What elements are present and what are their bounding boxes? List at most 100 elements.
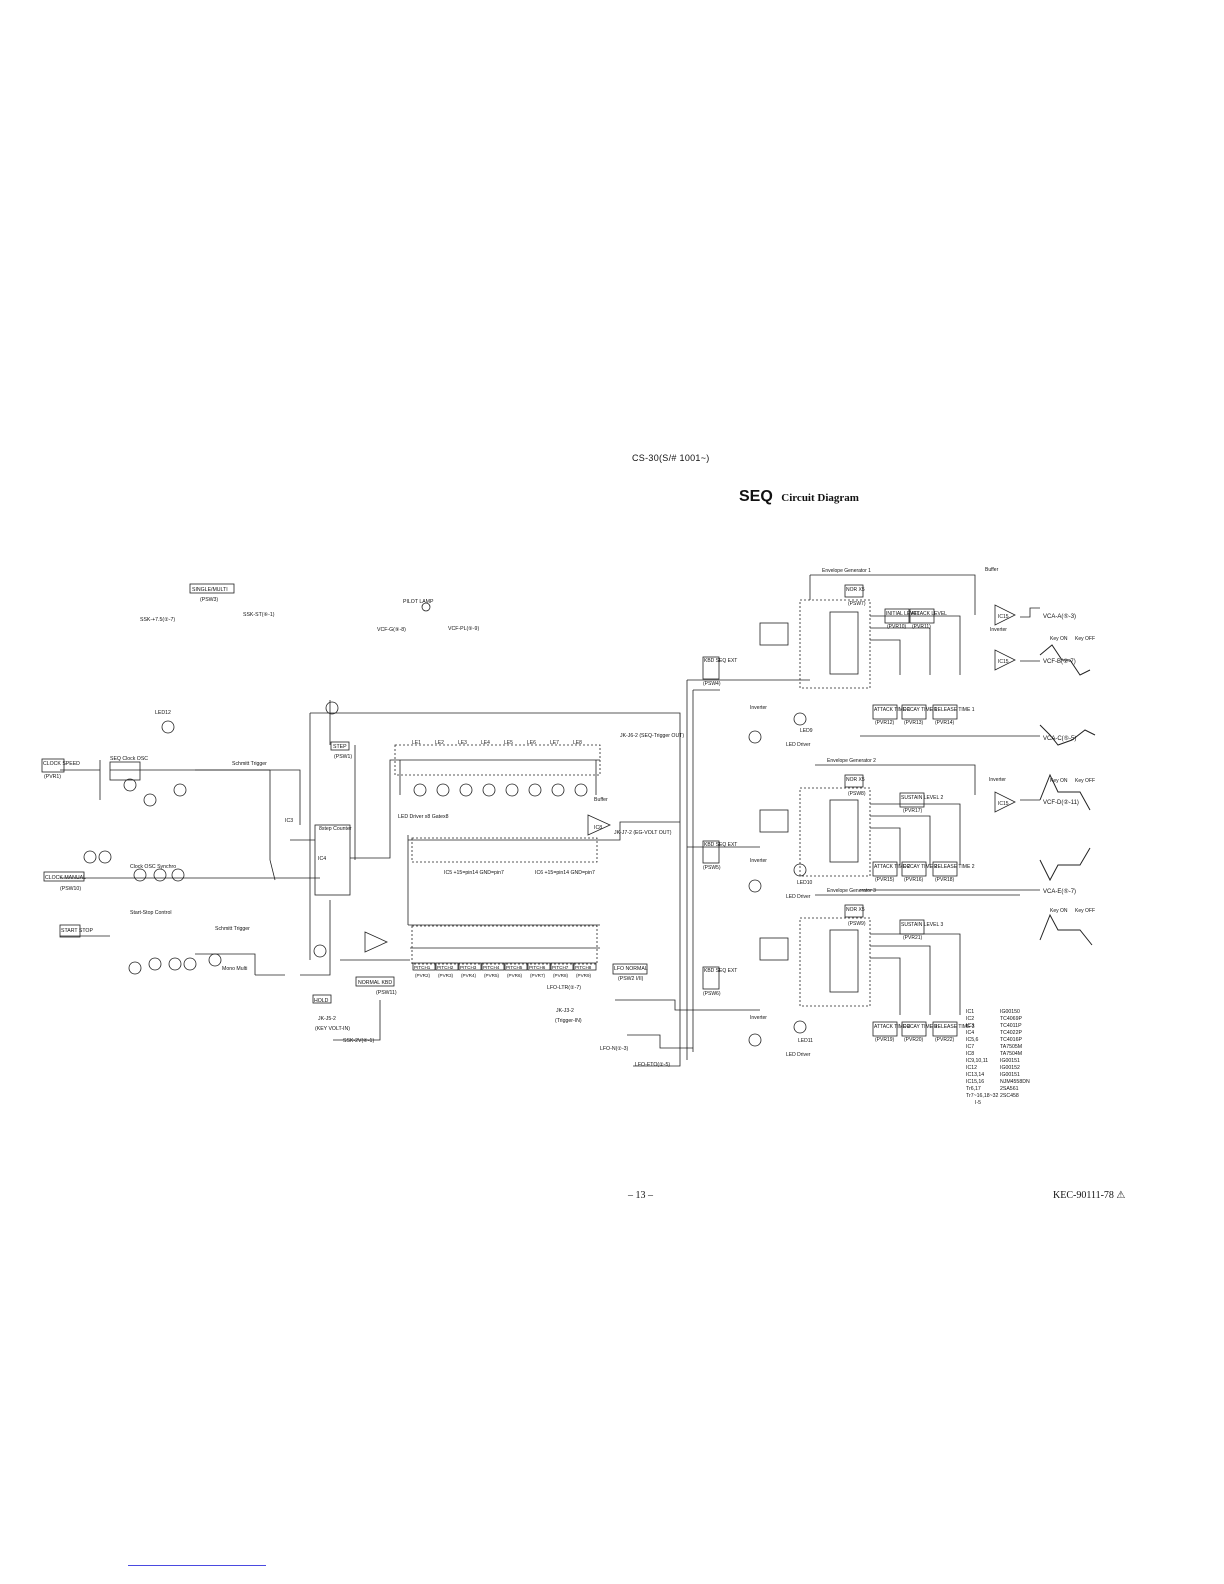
jk-j7-label: JK-J7-2 (EG-VOLT OUT): [614, 830, 672, 836]
vcf-g-label: VCF-G(⑨-8): [377, 627, 406, 633]
pitch-pvr: (PVR9): [576, 973, 592, 978]
buffer-label: Buffer: [594, 797, 608, 803]
decay-time2: DECAY TIME 2: [903, 864, 937, 870]
led-label: LE4: [481, 740, 490, 746]
release-time3: RELEASE TIME 3: [934, 1024, 975, 1030]
ic-table-ic: IC5,6: [966, 1037, 979, 1043]
pitch-label: PITCH8: [575, 965, 592, 970]
ic-table-part: IG00152: [1000, 1065, 1020, 1071]
vca-a-label: VCA-A(⑤-3): [1043, 613, 1076, 620]
ic-table-part: TC4069P: [1000, 1016, 1022, 1022]
ic-table-part: TA7504M: [1000, 1051, 1022, 1057]
buffer-eg-label: Buffer: [985, 567, 999, 573]
release-time1: RELEASE TIME 1: [934, 707, 975, 713]
ic-table-ic: Tr6,17: [966, 1086, 981, 1092]
ic-table-part: IG00151: [1000, 1058, 1020, 1064]
led-label: LE8: [573, 740, 582, 746]
ic-table-part: TA7505M: [1000, 1044, 1022, 1050]
led-label: LE3: [458, 740, 467, 746]
title-sub: Circuit Diagram: [781, 492, 859, 504]
ic-table-ic: Tr7~16,18~32: [966, 1093, 999, 1099]
led11-label: LED11: [798, 1038, 813, 1044]
step-label: STEP: [333, 744, 347, 750]
pvr16-label: (PVR16): [904, 877, 924, 883]
title-main: SEQ: [739, 488, 773, 505]
psw5-label: (PSW5): [703, 865, 721, 871]
ic15-label-2: IC15: [998, 659, 1009, 665]
led-driver-2: LED Driver: [786, 894, 811, 900]
ic-table-ic: IC12: [966, 1065, 977, 1071]
single-multi-label: SINGLE/MULTI: [192, 587, 228, 593]
decay-time3: DECAY TIME 3: [903, 1024, 937, 1030]
model-header: CS-30(S/# 1001~): [632, 453, 710, 463]
normal-kbd-label: NORMAL KBD: [358, 980, 392, 986]
attack-level-label: ATTACK LEVEL: [911, 611, 947, 617]
jk-j3-label: JK-J3-2: [556, 1008, 574, 1014]
clock-manual-label: CLOCK MANUAL: [45, 875, 86, 881]
pvr11-label: (PVR11): [912, 624, 931, 630]
psw8-label: (PSW8): [848, 791, 866, 797]
sustain-level2: SUSTAIN LEVEL 2: [901, 795, 943, 801]
nor-x5-2: NOR X5: [846, 777, 865, 783]
vca-c-label: VCA-C(⑤-5): [1043, 735, 1076, 742]
inverter-label-5: Inverter: [750, 1015, 767, 1021]
schmitt-trigger-2: Schmitt Trigger: [215, 926, 250, 932]
led9-label: LED9: [800, 728, 813, 734]
psw1-label: (PSW1): [334, 754, 352, 760]
led-label: LE5: [504, 740, 513, 746]
inverter-label-4: Inverter: [750, 858, 767, 864]
ic-table-ic: IC2: [966, 1016, 974, 1022]
ssk-st-label: SSK-ST(⑥-1): [243, 612, 275, 618]
pitch-pvr: (PVR4): [461, 973, 477, 978]
ic15-label-1: IC15: [998, 614, 1009, 620]
ic-table-part: 2SA561: [1000, 1086, 1019, 1092]
pitch-label: PITCH6: [529, 965, 546, 970]
mono-multi-label: Mono Multi: [222, 966, 247, 972]
ic8-label: IC8: [594, 825, 602, 831]
ic-table-part: NJM4558DN: [1000, 1079, 1030, 1085]
ic-table-ic: IC7: [966, 1044, 974, 1050]
diagram-title: SEQ Circuit Diagram: [739, 488, 859, 506]
lfo-ltr-label: LFO-LTR(②-7): [547, 985, 581, 991]
pitch-pvr: (PVR2): [415, 973, 431, 978]
pitch-pvr: (PVR6): [507, 973, 523, 978]
led-driver-label: LED Driver x8 Gatex8: [398, 814, 449, 820]
pvr18-label: (PVR18): [935, 877, 955, 883]
nor-x5-3: NOR X5: [846, 907, 865, 913]
hold-label: HOLD: [314, 998, 329, 1004]
ic-table-part: IG00151: [1000, 1072, 1020, 1078]
key-off-2: Key OFF: [1075, 778, 1095, 784]
initial-level-label: INITIAL LEVEL: [886, 611, 920, 617]
psw4-label: (PSW4): [703, 681, 721, 687]
ic15-label-3: IC15: [998, 801, 1009, 807]
psw3-label: (PSW3): [200, 597, 218, 603]
pitch-label: PITCH3: [460, 965, 477, 970]
pvr12-label: (PVR12): [875, 720, 895, 726]
led-label: LE7: [550, 740, 559, 746]
vca-e-label: VCA-E(⑤-7): [1043, 888, 1076, 895]
led-label: LE6: [527, 740, 536, 746]
led10-label: LED10: [797, 880, 813, 886]
led-driver-1: LED Driver: [786, 742, 811, 748]
ic-table-ic: IC8: [966, 1051, 974, 1057]
psw6-label: (PSW6): [703, 991, 721, 997]
pitch-label: PITCH4: [483, 965, 500, 970]
clock-speed-label: CLOCK SPEED: [43, 761, 80, 767]
document-code: KEC-90111-78 ⚠: [1053, 1190, 1126, 1201]
ic-table-ic: IC13,14: [966, 1072, 984, 1078]
vcf-pl-label: VCF-PL(⑨-9): [448, 626, 479, 632]
attack-time2: ATTACK TIME 2: [874, 864, 911, 870]
key-volt-in-label: (KEY VOLT-IN): [315, 1026, 350, 1032]
jk-j6-label: JK-J6-2 (SEQ-Trigger OUT): [620, 733, 684, 739]
start-stop-control-label: Start-Stop Control: [130, 910, 172, 916]
kbd-seq-ext-2: KBD SEQ EXT: [704, 842, 737, 848]
jk-j5-label: JK-J5-2: [318, 1016, 336, 1022]
vcf-b-label: VCF-B(②-7): [1043, 658, 1076, 665]
release-time2: RELEASE TIME 2: [934, 864, 975, 870]
inverter-label-1: Inverter: [990, 627, 1007, 633]
ic-table-ic: IC3: [966, 1023, 974, 1029]
pvr21-label: (PVR21): [903, 935, 923, 941]
ic3-label: IC3: [285, 818, 293, 824]
ic-table-part: TC4011P: [1000, 1023, 1022, 1029]
